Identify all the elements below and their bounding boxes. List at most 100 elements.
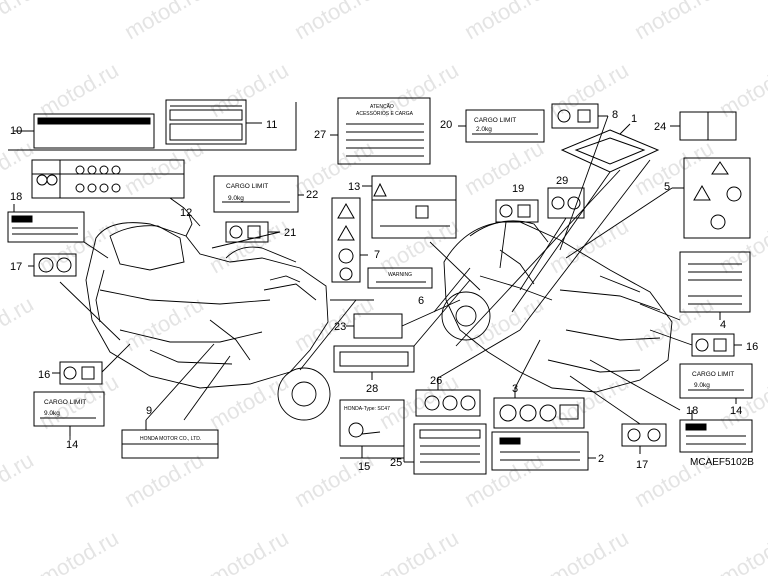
watermark-text: motod.ru <box>35 525 123 576</box>
decal-6 <box>367 267 433 289</box>
callout-17: 17 <box>10 261 22 273</box>
watermark-text: motod.ru <box>715 57 768 122</box>
callout-7: 7 <box>374 249 380 261</box>
decal-2 <box>491 431 589 471</box>
decal-3 <box>493 397 585 429</box>
decal-11 <box>165 99 247 145</box>
watermark-text: motod.ru <box>545 369 633 434</box>
callout-17: 17 <box>636 459 648 471</box>
watermark-text: motod.ru <box>205 57 293 122</box>
watermark-text: motod.ru <box>35 57 123 122</box>
decal-14-left-title: CARGO LIMIT <box>44 399 86 406</box>
decal-6-text: WARNING <box>388 272 412 278</box>
decal-18-right <box>679 419 753 453</box>
decal-text: CARGO LIMIT 2.0kg CARGO LIMIT 9.0kg CARG… <box>44 103 734 442</box>
callout-20: 20 <box>440 119 452 131</box>
callout-24: 24 <box>654 121 666 133</box>
decal-28 <box>333 345 415 373</box>
watermark-text: motod.ru <box>715 213 768 278</box>
decal-9-text: HONDA MOTOR CO., LTD. <box>140 436 201 442</box>
callout-12: 12 <box>180 207 192 219</box>
watermark-text: motod.ru <box>35 213 123 278</box>
watermark-text: motod.ru <box>0 291 38 356</box>
watermark-text: motod.ru <box>715 525 768 576</box>
callout-18: 18 <box>10 191 22 203</box>
watermark-text: motod.ru <box>460 135 548 200</box>
callout-14: 14 <box>66 439 78 451</box>
watermark-text: motod.ru <box>290 0 378 44</box>
decal-25 <box>413 423 487 475</box>
watermark-text: motod.ru <box>0 447 38 512</box>
callout-19: 19 <box>512 183 524 195</box>
watermark-text: motod.ru <box>545 525 633 576</box>
callout-22: 22 <box>306 189 318 201</box>
callout-29: 29 <box>556 175 568 187</box>
decal-22-title: CARGO LIMIT <box>226 183 268 190</box>
leader-lines <box>59 115 693 462</box>
callout-23: 23 <box>334 321 346 333</box>
callout-2: 2 <box>598 453 604 465</box>
decal-27-line2: ACESSÓRIOS E CARGA <box>356 110 414 117</box>
callout-4: 4 <box>720 319 726 331</box>
decal-14-right <box>679 363 753 399</box>
callout-14: 14 <box>730 405 742 417</box>
decal-15-text: HONDA-Type: SC47 <box>344 406 390 412</box>
motorcycle-left-view <box>85 211 331 421</box>
watermark-text: motod.ru <box>120 447 208 512</box>
callout-15: 15 <box>358 461 370 473</box>
decal-4 <box>679 251 751 313</box>
callout-25: 25 <box>390 457 402 469</box>
decal-19 <box>495 199 539 223</box>
diagram-code: MCAEF5102B <box>690 457 754 468</box>
decal-17-right <box>621 423 667 447</box>
callout-8: 8 <box>612 109 618 121</box>
motorcycle-right-view <box>441 220 673 393</box>
watermark-text: motod.ru <box>460 0 548 44</box>
callout-10: 10 <box>10 125 22 137</box>
leader-12 <box>169 197 185 209</box>
callout-11: 11 <box>266 119 277 131</box>
decal-22-weight: 9.0kg <box>228 195 244 202</box>
watermark-text: motod.ru <box>120 0 208 44</box>
watermark-text: motod.ru <box>375 213 463 278</box>
decal-16-right <box>691 333 735 357</box>
decal-27-line1: ATENÇÃO <box>370 103 394 110</box>
watermark-text: motod.ru <box>205 525 293 576</box>
callout-5: 5 <box>664 181 670 193</box>
decal-14-left-weight: 9.0kg <box>44 410 60 417</box>
decal-14-right-weight: 9.0kg <box>694 382 710 389</box>
decal-26 <box>415 389 481 417</box>
watermark-text: motod.ru <box>375 369 463 434</box>
callout-13: 13 <box>348 181 360 193</box>
watermark-text: motod.ru <box>630 291 718 356</box>
watermark-text: motod.ru <box>205 213 293 278</box>
decal-1 <box>560 129 660 173</box>
decal-13 <box>371 175 457 239</box>
decal-14-left <box>33 391 105 427</box>
book-icon <box>36 174 48 186</box>
decal-14-right-title: CARGO LIMIT <box>692 371 734 378</box>
watermark-text: motod.ru <box>460 291 548 356</box>
callout-21: 21 <box>284 227 296 239</box>
decal-12 <box>31 159 185 199</box>
watermark-text: motod.ru <box>290 447 378 512</box>
callout-9: 9 <box>146 405 152 417</box>
decal-18-left <box>7 211 85 243</box>
callout-6: 6 <box>418 295 424 307</box>
callout-28: 28 <box>366 383 378 395</box>
watermark-text: motod.ru <box>545 57 633 122</box>
watermark-text: motod.ru <box>290 135 378 200</box>
callout-16: 16 <box>746 341 758 353</box>
callout-18: 18 <box>686 405 698 417</box>
decal-29 <box>547 187 585 219</box>
decal-10-header <box>37 117 151 125</box>
watermark-text: motod.ru <box>375 525 463 576</box>
decal-20-weight: 2.0kg <box>476 126 492 133</box>
helmet-icon <box>46 174 58 186</box>
callout-1: 1 <box>631 113 637 125</box>
watermark-text: motod.ru <box>460 447 548 512</box>
decal-7 <box>331 197 361 283</box>
callout-26: 26 <box>430 375 442 387</box>
